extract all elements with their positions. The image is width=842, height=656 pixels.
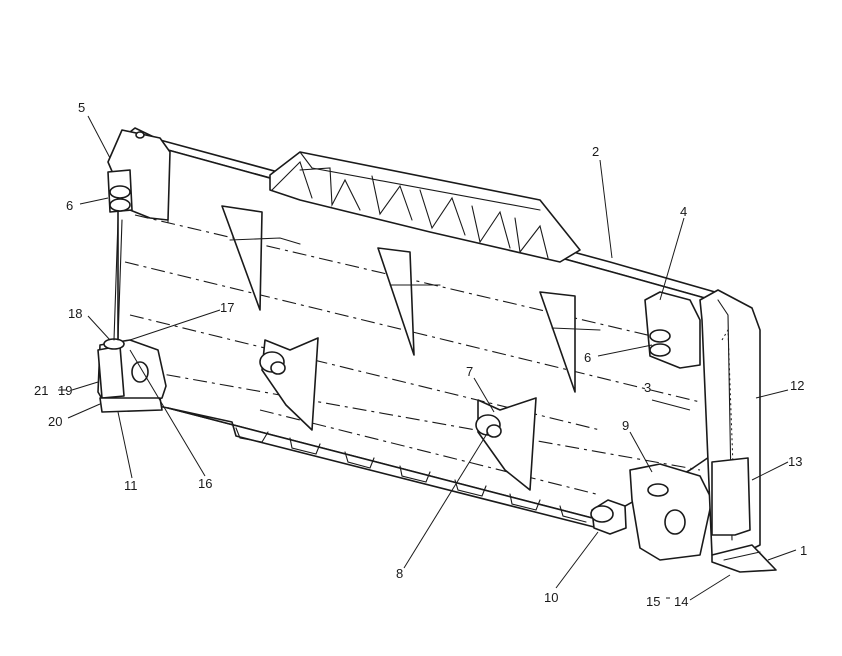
- callout-16: 16: [198, 476, 212, 491]
- gussets: [221, 205, 601, 393]
- callout-12: 12: [790, 378, 804, 393]
- callout-6a: 6: [66, 198, 73, 213]
- right-lower-pivot: [590, 463, 713, 561]
- callout-15: 15: [646, 594, 660, 609]
- callout-1: 1: [800, 543, 807, 558]
- callout-13: 13: [788, 454, 802, 469]
- callout-10: 10: [544, 590, 558, 605]
- callout-8: 8: [396, 566, 403, 581]
- callout-17: 17: [220, 300, 234, 315]
- callout-14: 14: [674, 594, 688, 609]
- callout-11: 11: [124, 478, 138, 493]
- push-arm-sockets: [259, 337, 537, 491]
- callout-7: 7: [466, 364, 473, 379]
- left-upper-bracket: [107, 129, 171, 221]
- callout-2: 2: [592, 144, 599, 159]
- callout-4: 4: [680, 204, 687, 219]
- callout-5: 5: [78, 100, 85, 115]
- callout-18: 18: [68, 306, 82, 321]
- callout-9: 9: [622, 418, 629, 433]
- callout-19: 19: [58, 383, 72, 398]
- callout-21: 21: [34, 383, 48, 398]
- callout-20: 20: [48, 414, 62, 429]
- callout-labels: 1 2 3 4 5 6 6 7 8 9 10 11 12 13 14 15 16…: [34, 100, 807, 609]
- corner-bit: [711, 544, 777, 573]
- top-stiffener-rib: [269, 151, 581, 263]
- right-upper-bracket: [644, 291, 701, 369]
- callout-3: 3: [644, 380, 651, 395]
- callout-6b: 6: [584, 350, 591, 365]
- end-bit-plate: [699, 289, 761, 561]
- left-lower-pivot: [97, 219, 167, 413]
- leader-lines: [58, 115, 797, 601]
